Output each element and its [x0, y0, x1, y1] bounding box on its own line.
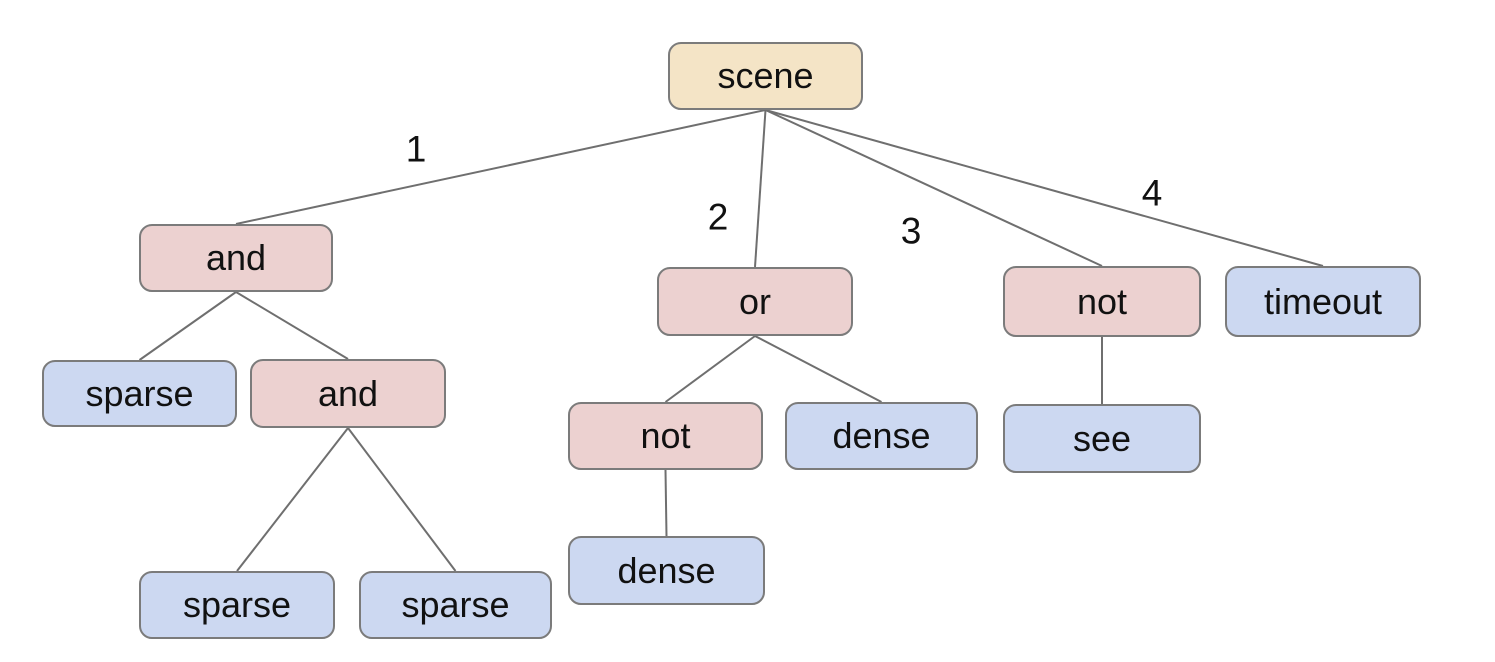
tree-node-sparse1: sparse — [42, 360, 237, 427]
tree-node-and2: and — [250, 359, 446, 428]
tree-node-or1: or — [657, 267, 853, 336]
edge-not2-to-dense2 — [664, 469, 668, 537]
tree-node-and1: and — [139, 224, 333, 292]
tree-node-see1: see — [1003, 404, 1201, 473]
edge-and2-to-sparse3 — [347, 427, 457, 572]
edge-label-1: 1 — [405, 128, 427, 170]
edge-scene-to-not1 — [765, 109, 1103, 267]
tree-node-timeout1: timeout — [1225, 266, 1421, 337]
edge-scene-to-timeout1 — [765, 109, 1324, 267]
edge-and1-to-sparse1 — [138, 291, 237, 361]
edge-and1-to-and2 — [235, 291, 349, 360]
edge-or1-to-dense1 — [754, 335, 882, 403]
tree-node-sparse3: sparse — [359, 571, 552, 639]
edge-scene-to-and1 — [235, 109, 766, 225]
tree-node-dense2: dense — [568, 536, 765, 605]
tree-node-sparse2: sparse — [139, 571, 335, 639]
tree-node-scene: scene — [668, 42, 863, 110]
edge-scene-to-or1 — [754, 109, 767, 268]
edge-or1-to-not2 — [664, 335, 756, 403]
tree-node-not1: not — [1003, 266, 1201, 337]
tree-node-not2: not — [568, 402, 763, 470]
tree-node-dense1: dense — [785, 402, 978, 470]
edge-label-3: 3 — [900, 210, 922, 252]
edge-and2-to-sparse2 — [236, 427, 349, 572]
edge-label-2: 2 — [707, 196, 729, 238]
edge-label-4: 4 — [1141, 172, 1163, 214]
